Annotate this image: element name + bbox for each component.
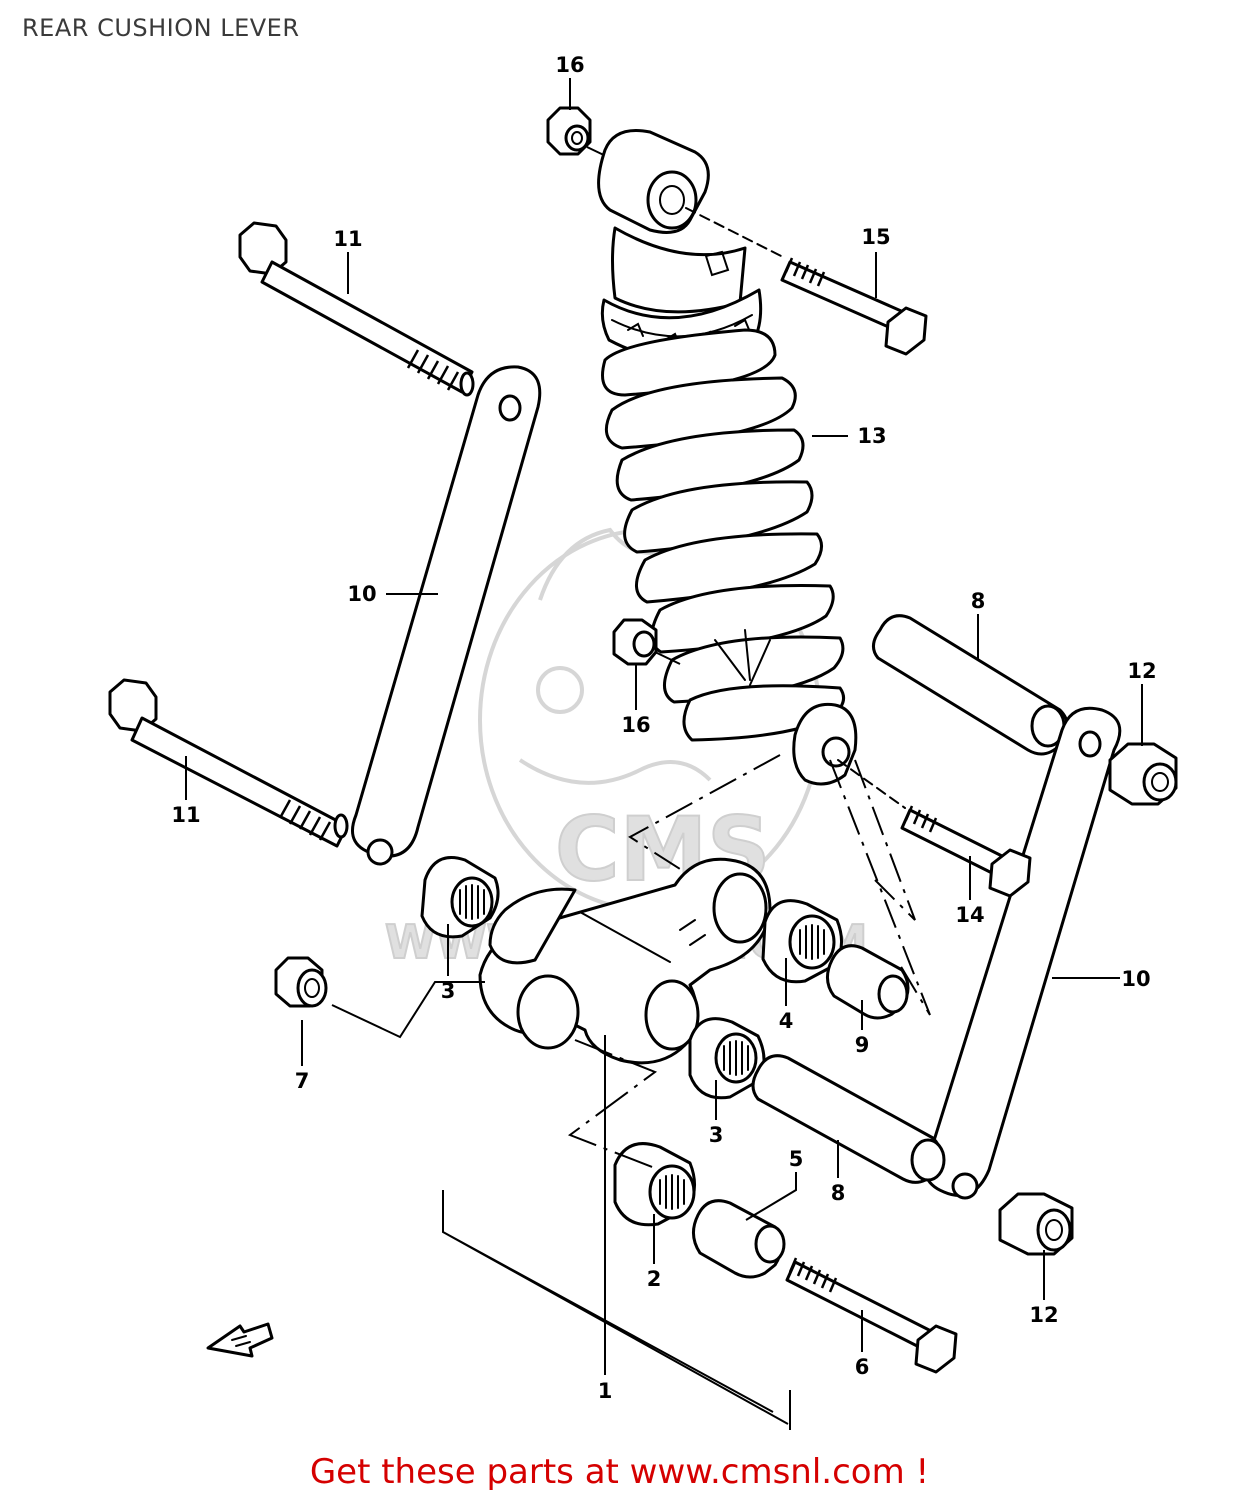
part-10-link-right <box>923 706 1122 1200</box>
callout-10-left: 10 <box>347 582 376 606</box>
part-11-bolt-upper <box>238 221 475 397</box>
part-6-bolt <box>785 1257 958 1374</box>
callout-11-upper: 11 <box>333 227 362 251</box>
part-8-spacer-upper <box>872 614 1069 756</box>
part-16-nut-top <box>546 106 592 156</box>
callout-3-lower: 3 <box>709 1123 724 1147</box>
part-10-link-left <box>351 365 542 866</box>
callout-8-upper: 8 <box>971 589 986 613</box>
part-16-nut-lower <box>612 618 658 666</box>
part-2-bearing <box>613 1142 696 1227</box>
front-arrow-icon <box>206 1322 274 1358</box>
callout-14: 14 <box>955 903 984 927</box>
callout-16-top: 16 <box>555 53 584 77</box>
page-title: REAR CUSHION LEVER <box>22 14 300 42</box>
footer-link[interactable]: Get these parts at www.cmsnl.com ! <box>309 1452 930 1492</box>
callout-10-right: 10 <box>1121 967 1150 991</box>
callout-8-lower: 8 <box>831 1181 846 1205</box>
part-13-rear-shock <box>597 129 858 786</box>
part-9-collar <box>826 944 910 1020</box>
callout-1: 1 <box>598 1379 613 1403</box>
callout-11-lower: 11 <box>171 803 200 827</box>
callout-12-upper: 12 <box>1127 659 1156 683</box>
callout-9: 9 <box>855 1033 870 1057</box>
callout-15: 15 <box>861 225 890 249</box>
part-5-collar <box>692 1199 786 1279</box>
callout-3-upper: 3 <box>441 979 456 1003</box>
part-3-bearing-upper <box>420 856 500 939</box>
part-3-bearing-lower <box>688 1017 766 1100</box>
callout-13: 13 <box>857 424 886 448</box>
part-1-cushion-lever <box>478 857 772 1065</box>
part-15-bolt <box>685 207 928 356</box>
part-12-nut-upper <box>1108 742 1178 806</box>
part-14-bolt <box>837 759 1032 898</box>
callout-2: 2 <box>647 1267 662 1291</box>
callout-4: 4 <box>779 1009 794 1033</box>
callout-5: 5 <box>789 1147 804 1171</box>
part-4-bearing <box>761 899 843 984</box>
part-12-nut-lower <box>998 1192 1074 1256</box>
callout-12-lower: 12 <box>1029 1303 1058 1327</box>
callout-16-lower: 16 <box>621 713 650 737</box>
part-8-spacer-lower <box>751 1054 946 1184</box>
callout-6: 6 <box>855 1355 870 1379</box>
callout-7: 7 <box>295 1069 310 1093</box>
part-11-bolt-lower <box>108 678 349 848</box>
part-7-nut <box>274 956 328 1008</box>
